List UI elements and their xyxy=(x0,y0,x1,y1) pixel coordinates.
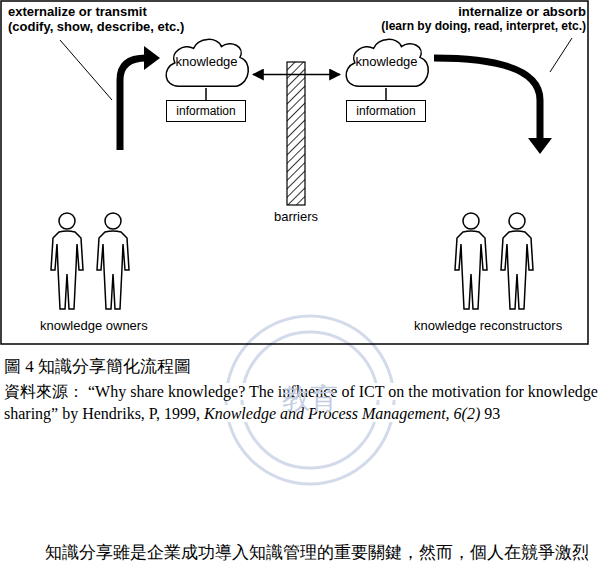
information-box: information xyxy=(346,100,426,122)
knowledge-cloud: knowledge xyxy=(340,34,433,88)
connector xyxy=(205,88,207,100)
leader-line xyxy=(550,38,572,72)
connector xyxy=(253,74,340,76)
figure-caption: 圖 4 知識分享簡化流程圖 xyxy=(4,355,191,378)
absorb-arrow xyxy=(434,58,552,154)
watermark-emblem xyxy=(226,316,394,484)
connector xyxy=(385,88,387,100)
node-text: information xyxy=(176,104,235,118)
person-figure xyxy=(51,213,83,309)
process-note: externalize or transmit xyxy=(8,4,147,19)
process-note: internalize or absorb xyxy=(458,4,586,19)
person-figure xyxy=(97,213,129,309)
source-note: 93 xyxy=(484,405,500,422)
barrier-label: barriers xyxy=(274,209,318,224)
leader-line xyxy=(60,40,112,100)
body-text: 知識分享雖是企業成功導入知識管理的重要關鍵，然而，個人在競爭激烈 xyxy=(45,541,589,564)
figure-label: knowledge reconstructors xyxy=(414,318,562,333)
process-note: (learn by doing, read, interpret, etc.) xyxy=(381,19,586,33)
transmit-arrow xyxy=(120,46,160,150)
source-note: 資料來源： xyxy=(4,383,84,400)
person-figure xyxy=(501,213,533,309)
node-text: information xyxy=(356,104,415,118)
information-box: information xyxy=(166,100,246,122)
knowledge-cloud: knowledge xyxy=(160,34,253,88)
process-note: (codify, show, describe, etc.) xyxy=(8,19,184,34)
figure-frame xyxy=(1,1,588,344)
person-figure xyxy=(455,213,487,309)
node-text: knowledge xyxy=(175,54,237,69)
figure-label: knowledge owners xyxy=(40,318,148,333)
barrier-bar xyxy=(287,62,305,205)
watermark: 教育 xyxy=(282,380,338,418)
source-note: Knowledge and Process Management, 6(2) xyxy=(204,405,480,422)
node-text: knowledge xyxy=(355,54,417,69)
